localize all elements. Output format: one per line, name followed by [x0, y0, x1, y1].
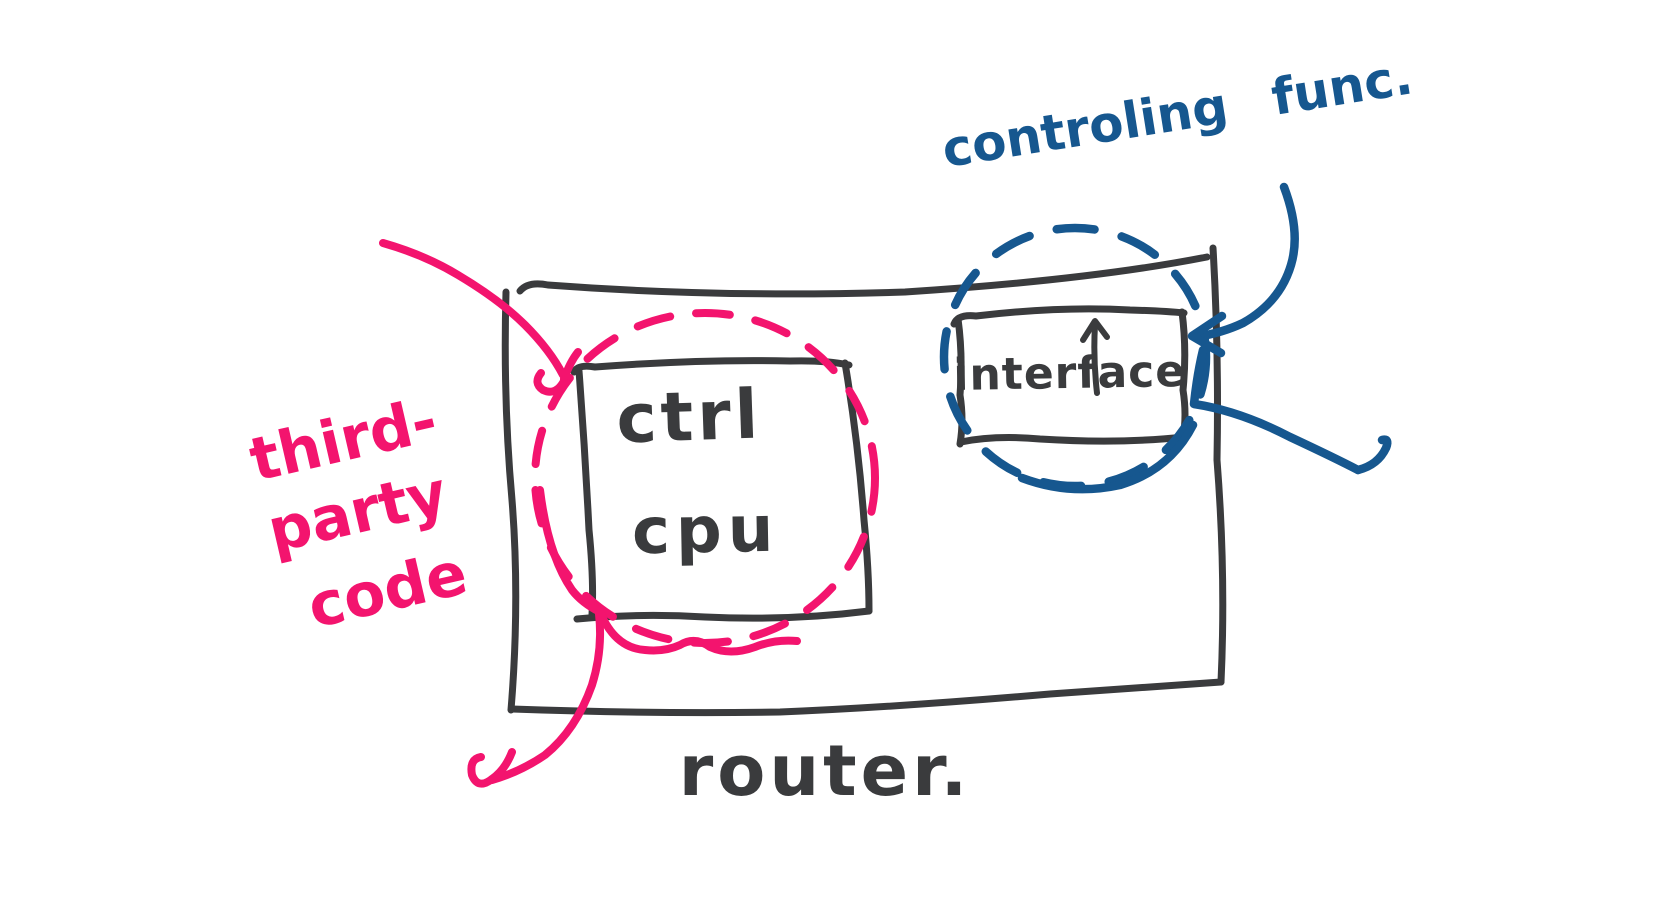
blue-arrow-out-shaft	[1189, 345, 1363, 475]
cpu-box-right	[841, 359, 873, 615]
cpu-box-left	[575, 367, 597, 619]
pink-arrow-out-shaft	[488, 610, 605, 784]
router-label: router.	[679, 730, 972, 812]
interface-up-arrow-head	[1080, 318, 1110, 343]
router-box-bottom	[508, 678, 1225, 717]
interface-up-arrow-shaft	[1091, 322, 1100, 396]
blue-arrow-into-interface-icon	[1187, 182, 1299, 358]
third-party-code-annotation: third- party code	[243, 385, 473, 643]
blue-arrow-in-shaft	[1191, 182, 1299, 342]
pink-circle-solid-arc	[536, 486, 604, 616]
cpu-box-bottom	[573, 607, 873, 623]
cpu-box-label-line2: cpu	[631, 493, 780, 570]
controlling-func-annotation: controling func.	[938, 47, 1416, 179]
cpu-box-label-line1: ctrl	[615, 375, 763, 459]
pink-arrow-in-head-curl	[533, 369, 568, 396]
router-box	[501, 244, 1227, 717]
interface-box-label: interface	[953, 346, 1187, 401]
cpu-box-top	[570, 357, 853, 376]
blue-highlight-circle	[939, 223, 1211, 494]
blue-arrow-out-head-curl	[1353, 435, 1392, 475]
router-box-right	[1209, 244, 1227, 686]
cpu-box	[570, 357, 873, 623]
pink-highlight-circle	[531, 309, 879, 656]
router-box-top	[516, 253, 1211, 298]
router-box-left	[501, 288, 520, 714]
blue-arrow-in-head	[1187, 311, 1227, 358]
interface-box-top	[950, 305, 1188, 328]
pink-arrow-in-shaft	[379, 239, 567, 379]
interface-up-arrow-icon	[1080, 318, 1110, 396]
interface-box-bottom	[957, 433, 1188, 446]
blue-arrow-out-right-icon	[1189, 345, 1392, 475]
pink-arrow-in-head-barb	[560, 348, 582, 383]
pink-circle-bottom-squiggle	[596, 608, 801, 656]
pink-arrow-out-bottom-icon	[467, 610, 605, 788]
blue-circle-solid-arc	[1017, 420, 1198, 494]
pink-arrow-into-cpu-icon	[379, 239, 582, 396]
pink-arrow-out-head-curl	[467, 753, 496, 788]
